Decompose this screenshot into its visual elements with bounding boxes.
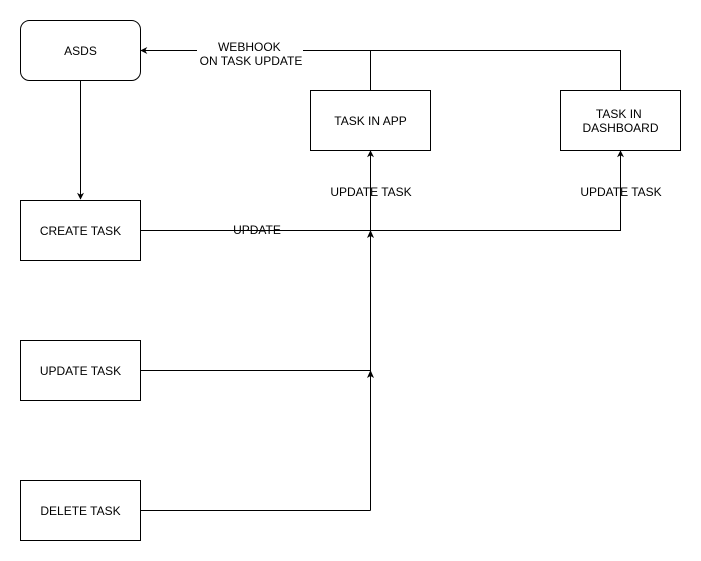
node-update-task[interactable]: UPDATE TASK <box>20 340 141 401</box>
node-delete-task[interactable]: DELETE TASK <box>20 480 141 541</box>
update-label: UPDATE <box>233 223 281 237</box>
node-task-in-dashboard[interactable]: TASK IN DASHBOARD <box>560 90 681 151</box>
node-task-in-app-label: TASK IN APP <box>334 114 406 128</box>
edge-create-update-line <box>140 150 624 231</box>
node-update-task-label: UPDATE TASK <box>40 364 121 378</box>
update-task-app-label: UPDATE TASK <box>330 185 411 199</box>
node-create-task-label: CREATE TASK <box>40 224 121 238</box>
update-task-dashboard-label: UPDATE TASK <box>580 185 661 199</box>
node-asds[interactable]: ASDS <box>20 20 141 81</box>
webhook-label: WEBHOOK ON TASK UPDATE <box>200 40 303 68</box>
node-delete-task-label: DELETE TASK <box>40 504 120 518</box>
bus-arrowhead-upper <box>367 230 374 238</box>
node-task-in-dashboard-label: TASK IN DASHBOARD <box>582 107 658 135</box>
bus-arrowhead-lower <box>367 370 374 378</box>
edge-webhook-to-asds <box>303 50 621 90</box>
node-task-in-app[interactable]: TASK IN APP <box>310 90 431 151</box>
node-asds-label: ASDS <box>64 44 97 58</box>
node-create-task[interactable]: CREATE TASK <box>20 200 141 261</box>
